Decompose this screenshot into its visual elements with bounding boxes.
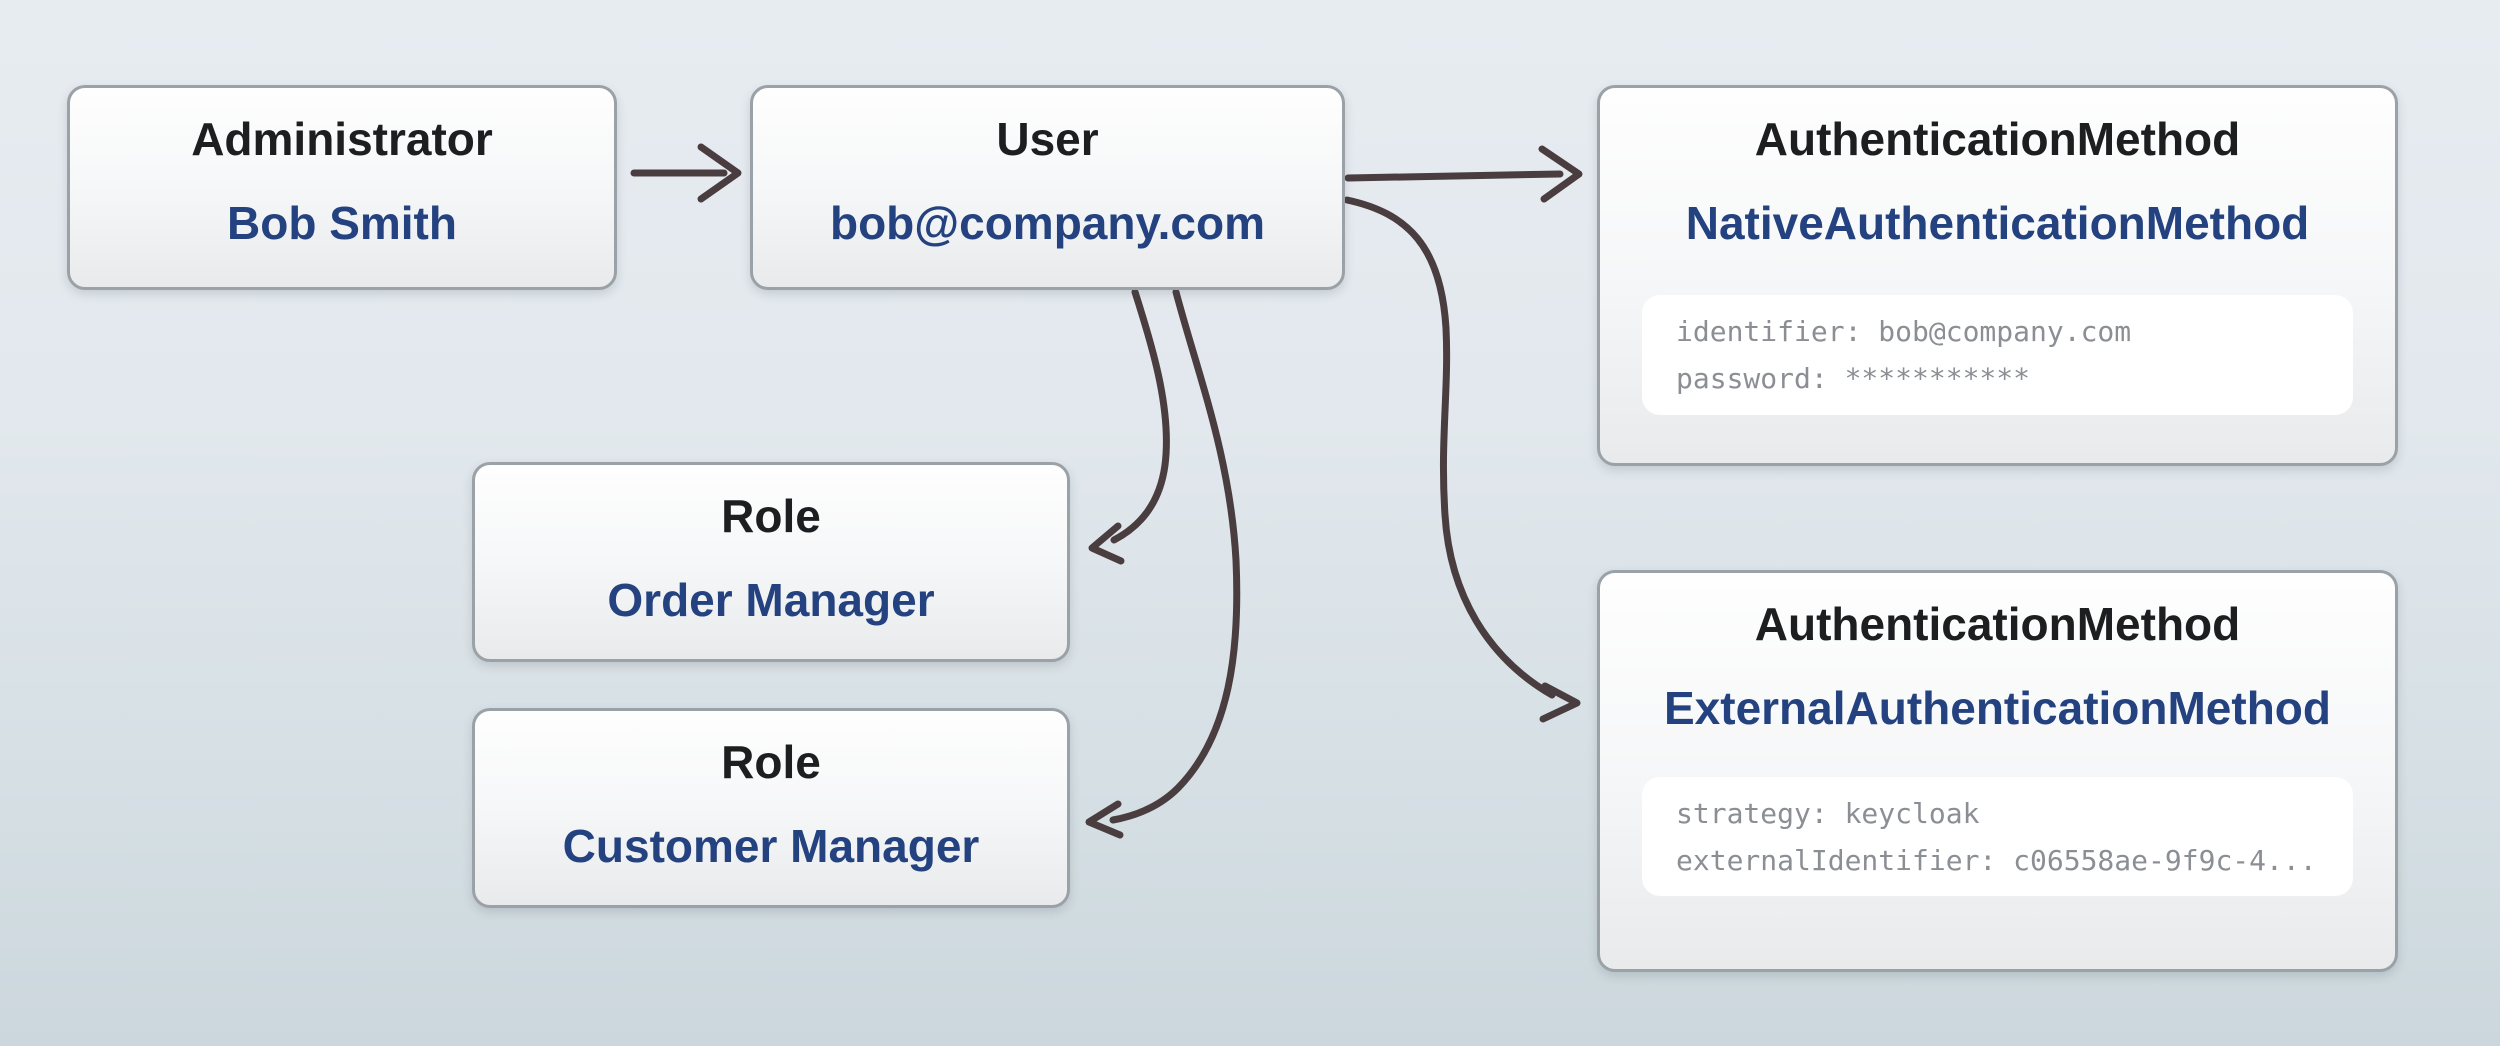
node-role2-name: Customer Manager xyxy=(562,820,980,872)
node-user-email: bob@company.com xyxy=(829,197,1266,249)
external-auth-identifier-line: externalIdentifier: c06558ae-9f9c-4... xyxy=(1676,843,2317,877)
node-role1-title: Role xyxy=(721,490,821,542)
external-auth-properties: strategy: keycloak externalIdentifier: c… xyxy=(1642,777,2353,896)
node-native-auth-title: AuthenticationMethod xyxy=(1754,113,2241,165)
arrow-user-to-role-customer-manager xyxy=(1085,288,1241,839)
node-user: User bob@company.com xyxy=(750,85,1345,290)
node-role-customer-manager: Role Customer Manager xyxy=(472,708,1070,908)
node-external-auth-subtitle: ExternalAuthenticationMethod xyxy=(1663,682,2332,734)
node-role2-title: Role xyxy=(721,736,821,788)
native-auth-identifier-line: identifier: bob@company.com xyxy=(1676,315,2132,348)
node-role1-name: Order Manager xyxy=(607,574,935,626)
node-native-authentication-method: AuthenticationMethod NativeAuthenticatio… xyxy=(1597,85,2398,466)
arrow-user-to-native-auth xyxy=(1344,145,1583,203)
node-role-order-manager: Role Order Manager xyxy=(472,462,1070,662)
node-administrator: Administrator Bob Smith xyxy=(67,85,617,290)
native-auth-properties: identifier: bob@company.com password: **… xyxy=(1642,295,2353,415)
arrow-user-to-role-order-manager xyxy=(1088,288,1170,565)
node-user-title: User xyxy=(996,113,1099,165)
node-administrator-name: Bob Smith xyxy=(227,197,457,249)
node-native-auth-subtitle: NativeAuthenticationMethod xyxy=(1685,197,2310,249)
node-administrator-title: Administrator xyxy=(191,113,493,165)
arrow-user-to-external-auth xyxy=(1343,196,1581,723)
node-external-auth-title: AuthenticationMethod xyxy=(1754,598,2241,650)
node-external-authentication-method: AuthenticationMethod ExternalAuthenticat… xyxy=(1597,570,2398,972)
external-auth-strategy-line: strategy: keycloak xyxy=(1676,796,1980,830)
native-auth-password-line: password: *********** xyxy=(1676,362,2031,395)
arrow-administrator-to-user xyxy=(630,143,742,203)
